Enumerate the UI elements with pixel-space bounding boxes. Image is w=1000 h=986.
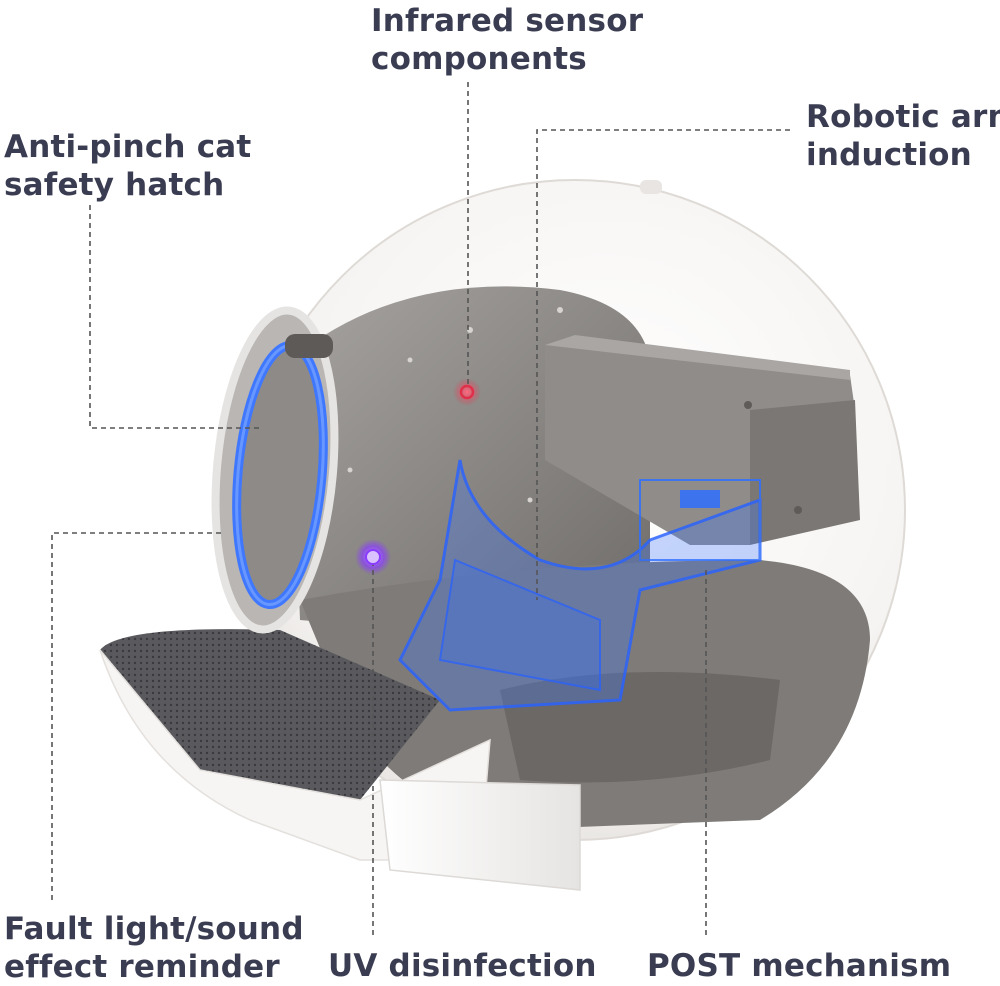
leader-anti-pinch <box>89 205 260 429</box>
callout-infrared-line1: Infrared sensor <box>371 3 644 39</box>
callout-robotic-arm-line1: Robotic arm <box>806 99 1000 135</box>
drawer <box>379 779 581 891</box>
callout-fault-light: Fault light/sound effect reminder <box>4 910 304 986</box>
safety-hatch <box>211 306 339 634</box>
callout-anti-pinch-hatch: Anti-pinch cat safety hatch <box>4 128 251 204</box>
robotic-arm-housing <box>545 335 860 545</box>
callout-fault-light-line2: effect reminder <box>4 949 280 985</box>
leader-robotic-arm <box>536 129 790 600</box>
callout-post-line1: POST mechanism <box>647 948 952 984</box>
callout-robotic-arm: Robotic arm induction <box>806 98 1000 174</box>
callout-post-mechanism: POST mechanism <box>647 947 951 985</box>
callout-fault-light-line1: Fault light/sound <box>4 911 304 947</box>
callout-uv-disinfection: UV disinfection <box>328 947 597 985</box>
infrared-sensor-icon <box>453 378 481 406</box>
callout-anti-pinch-line1: Anti-pinch cat <box>4 129 252 165</box>
callout-uv-line1: UV disinfection <box>328 948 597 984</box>
callout-infrared-sensor: Infrared sensor components <box>371 2 643 78</box>
uv-light-icon <box>355 539 391 575</box>
callout-anti-pinch-line2: safety hatch <box>4 167 225 203</box>
leader-lines <box>51 82 790 935</box>
blue-mechanism <box>398 459 762 712</box>
callout-infrared-line2: components <box>371 41 587 77</box>
callout-robotic-arm-line2: induction <box>806 137 972 173</box>
